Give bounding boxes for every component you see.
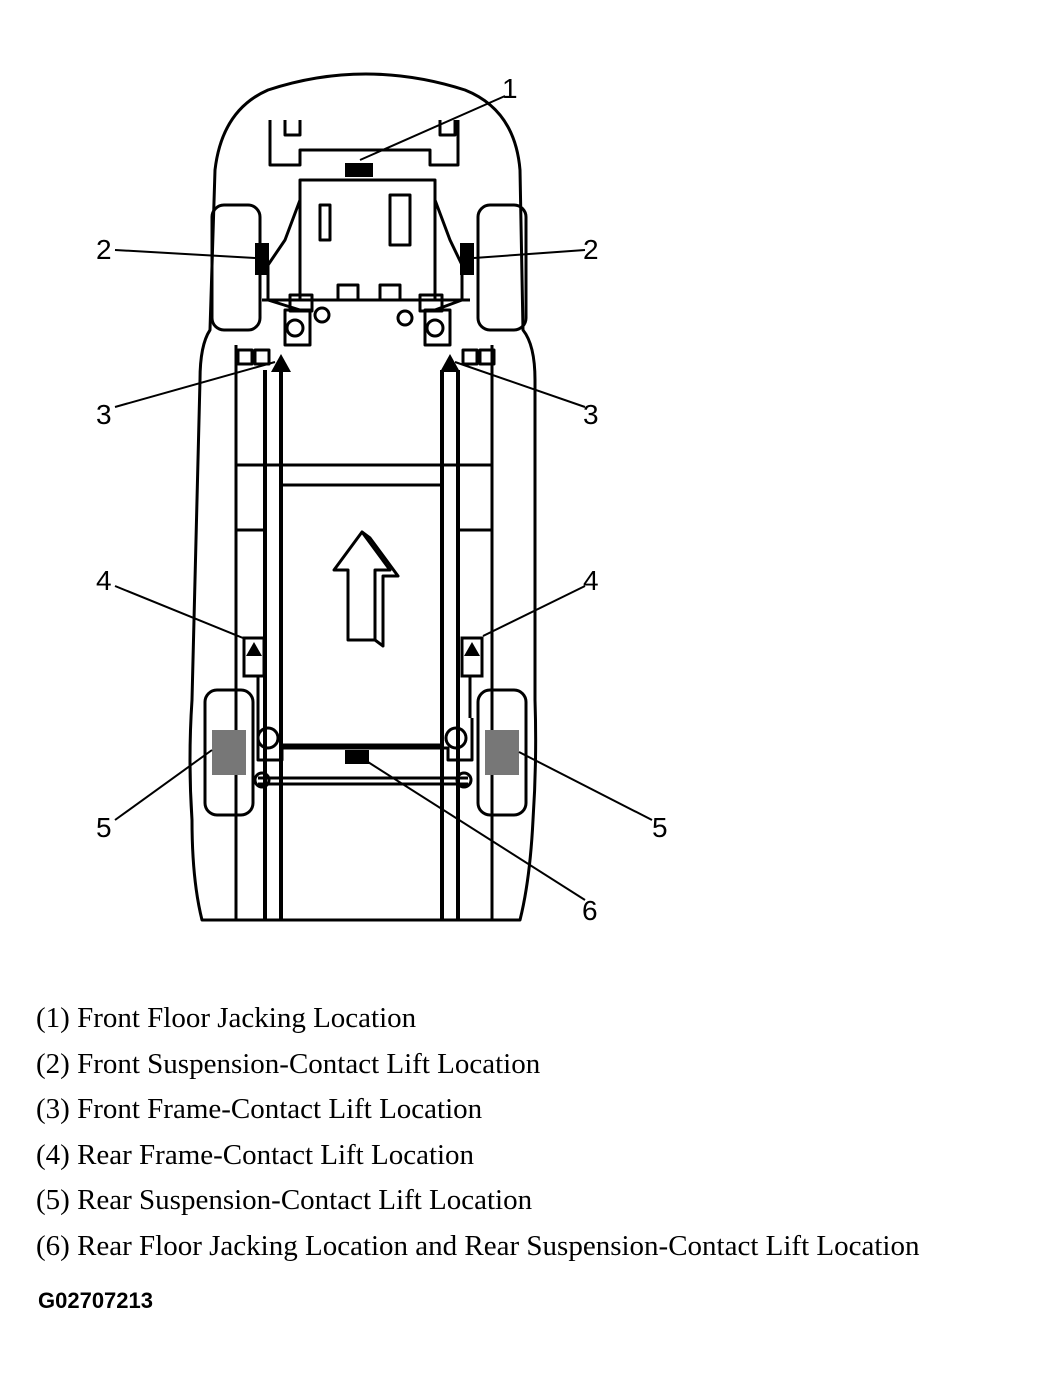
leader-line-5-right (518, 751, 653, 821)
vehicle-underbody-diagram: 1 2 2 3 3 4 4 5 5 6 (96, 72, 668, 926)
front-left-wheel (210, 203, 262, 332)
callout-5-right: 5 (652, 812, 668, 843)
rear-right-suspension-pad (485, 730, 519, 775)
callout-6: 6 (582, 895, 598, 926)
rear-floor-jack-pad (345, 750, 369, 764)
leader-line-2-right (473, 249, 586, 259)
figure-id: G02707213 (38, 1288, 153, 1313)
callout-1: 1 (502, 73, 518, 104)
leader-line-2-left (114, 249, 256, 259)
callout-4-left: 4 (96, 565, 112, 596)
legend-item-1: (1) Front Floor Jacking Location (36, 1002, 417, 1034)
legend-list: (1) Front Floor Jacking Location (2) Fro… (36, 998, 919, 1272)
vehicle-body-outline (188, 72, 538, 922)
rear-left-frame-pad (242, 636, 266, 678)
leader-line-6 (367, 761, 586, 901)
callout-3-right: 3 (583, 399, 599, 430)
leader-line-5-left (114, 749, 213, 821)
leader-line-3-left (114, 361, 276, 408)
front-right-suspension-pad (460, 243, 474, 275)
rear-left-suspension-pad (212, 730, 246, 775)
leader-line-4-right (482, 585, 586, 637)
callout-5-left: 5 (96, 812, 112, 843)
rear-right-wheel (476, 688, 528, 817)
front-left-suspension-pad (255, 243, 269, 275)
front-right-frame-pad (440, 354, 460, 372)
callout-2-left: 2 (96, 234, 112, 265)
front-right-wheel (476, 203, 528, 332)
floor-pan (279, 463, 444, 747)
leader-line-1 (359, 95, 506, 161)
callout-3-left: 3 (96, 399, 112, 430)
rear-subframe (256, 718, 474, 762)
callout-4-right: 4 (583, 565, 599, 596)
callout-2-right: 2 (583, 234, 599, 265)
front-left-frame-pad (271, 354, 291, 372)
legend-item-6: (6) Rear Floor Jacking Location and Rear… (36, 1229, 920, 1262)
forward-direction-arrow (332, 530, 392, 642)
legend-item-5: (5) Rear Suspension-Contact Lift Locatio… (36, 1184, 533, 1217)
rear-left-wheel (203, 688, 255, 817)
leader-line-4-left (114, 585, 244, 639)
legend-item-3: (3) Front Frame-Contact Lift Location (36, 1093, 483, 1126)
front-subframe (268, 120, 460, 167)
leader-line-3-right (454, 361, 586, 408)
rear-right-frame-pad (460, 636, 484, 678)
front-floor-jack-pad (345, 163, 373, 177)
legend-item-2: (2) Front Suspension-Contact Lift Locati… (36, 1047, 541, 1080)
legend-item-4: (4) Rear Frame-Contact Lift Location (36, 1138, 475, 1171)
